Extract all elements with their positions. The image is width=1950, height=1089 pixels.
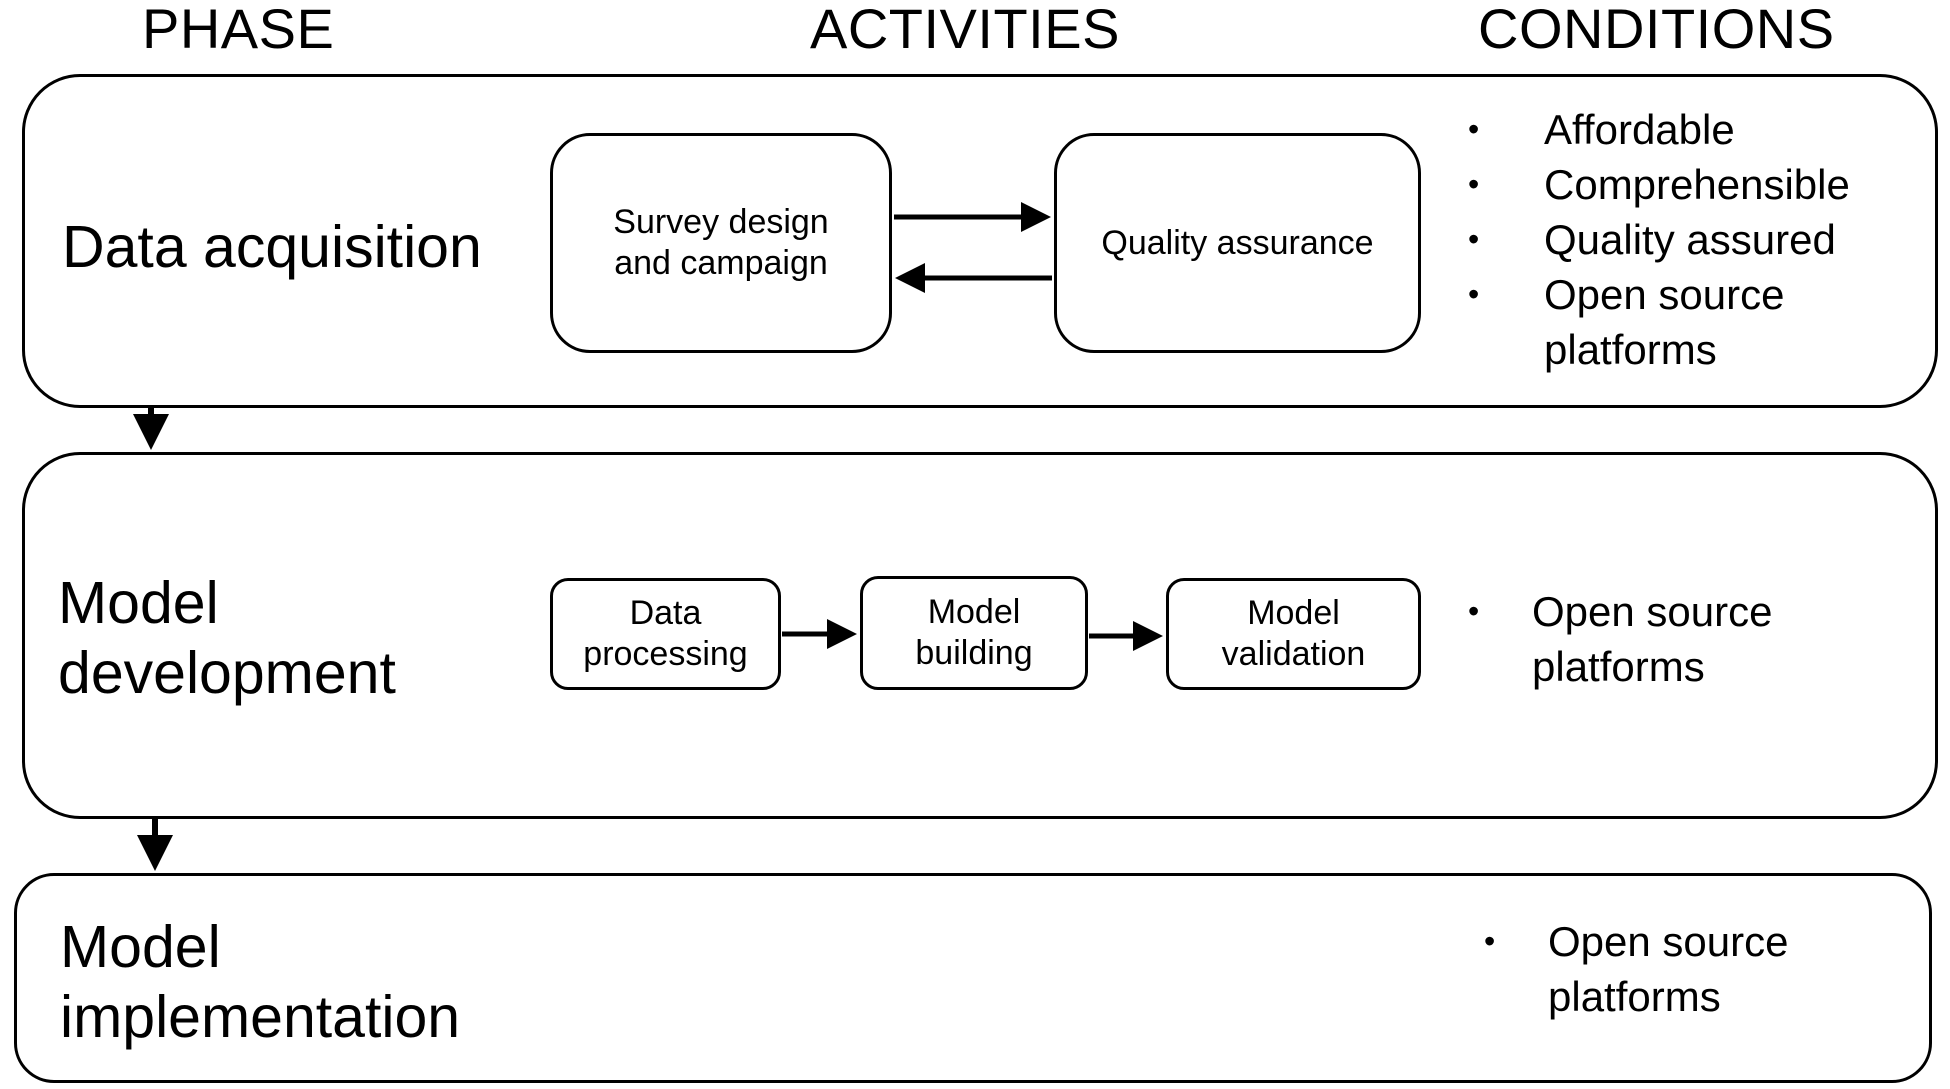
activity-label: Model building xyxy=(915,593,1033,672)
activity-quality-assurance: Quality assurance xyxy=(1054,133,1421,353)
activity-label: Survey design and campaign xyxy=(613,203,829,282)
condition-item: Open source platforms xyxy=(1484,914,1788,1024)
condition-item: Affordable xyxy=(1468,102,1850,157)
activity-label: Data processing xyxy=(583,594,748,673)
phase-name-model-implementation: Model implementation xyxy=(60,914,461,1050)
conditions-list-model-implementation: Open source platforms xyxy=(1484,914,1788,1024)
condition-item: Comprehensible xyxy=(1468,157,1850,212)
conditions-list-model-development: Open source platforms xyxy=(1468,584,1772,694)
activity-label: Quality assurance xyxy=(1101,223,1374,262)
header-phase: PHASE xyxy=(142,0,335,60)
condition-item: Open source platforms xyxy=(1468,584,1772,694)
header-conditions: CONDITIONS xyxy=(1478,0,1835,60)
activity-label: Model validation xyxy=(1221,594,1366,673)
conditions-list-data-acquisition: Affordable Comprehensible Quality assure… xyxy=(1468,102,1850,377)
condition-item: Open source platforms xyxy=(1468,267,1850,377)
activity-model-building: Model building xyxy=(860,576,1088,690)
condition-item: Quality assured xyxy=(1468,212,1850,267)
activity-data-processing: Data processing xyxy=(550,578,781,690)
header-activities: ACTIVITIES xyxy=(810,0,1120,60)
phase-name-data-acquisition: Data acquisition xyxy=(62,214,482,280)
activity-model-validation: Model validation xyxy=(1166,578,1421,690)
phase-name-model-development: Model development xyxy=(58,570,396,706)
activity-survey-design: Survey design and campaign xyxy=(550,133,892,353)
